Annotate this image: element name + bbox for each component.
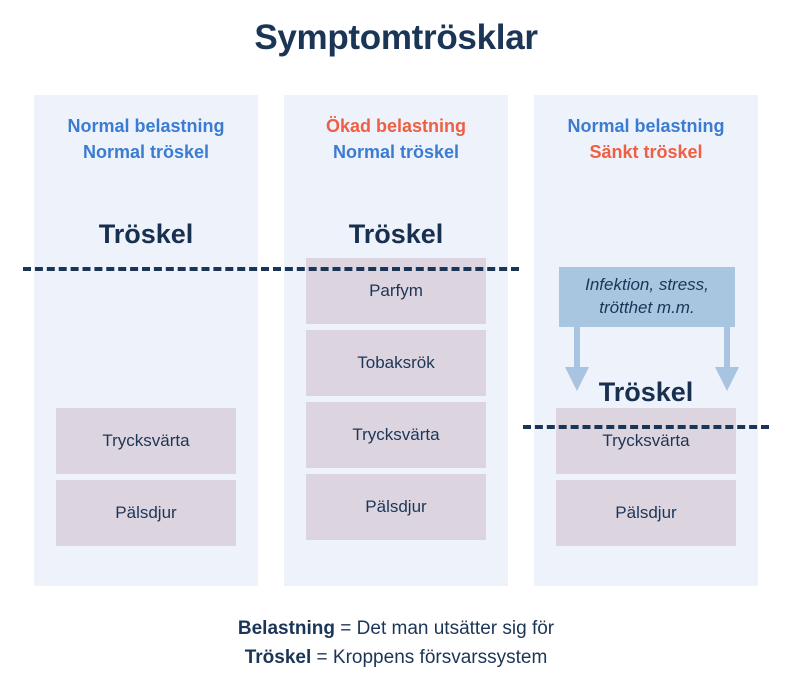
- panel-header-line-1: Ökad belastning: [325, 116, 467, 136]
- legend-separator: =: [335, 618, 357, 639]
- down-arrow-left-icon: [565, 327, 589, 391]
- legend-row: Tröskel = Kroppens försvarssystem: [0, 644, 792, 673]
- panel-header: Normal belastning Sänkt tröskel: [534, 114, 758, 165]
- threshold-label: Tröskel: [598, 377, 694, 407]
- trigger-box: Pälsdjur: [556, 480, 736, 546]
- panel-header: Normal belastning Normal tröskel: [34, 114, 258, 165]
- trigger-box: Pälsdjur: [56, 480, 236, 546]
- trigger-box: Pälsdjur: [306, 474, 486, 540]
- threshold-dashed-line: [273, 267, 519, 271]
- panel-header-line-2: Normal tröskel: [332, 141, 460, 162]
- trigger-box: Trycksvärta: [56, 408, 236, 474]
- legend-definition: Kroppens försvarssystem: [332, 646, 548, 668]
- panel-header-line-1: Normal belastning: [67, 116, 225, 136]
- panel-header-line-2: Normal tröskel: [82, 141, 210, 162]
- legend-definition: Det man utsätter sig för: [356, 618, 555, 639]
- threshold-label: Tröskel: [348, 219, 444, 249]
- panel-header-line-1: Normal belastning: [567, 116, 725, 136]
- threshold-dashed-line: [23, 267, 269, 271]
- panel-increased-load-normal-threshold: Ökad belastning Normal tröskel Tröskel P…: [273, 95, 519, 586]
- down-arrow-right-icon: [715, 327, 739, 391]
- trigger-box: Trycksvärta: [306, 402, 486, 468]
- load-factors-box: Infektion, stress, trötthet m.m.: [559, 267, 735, 327]
- panel-header-line-2: Sänkt tröskel: [589, 141, 703, 162]
- legend: Belastning = Det man utsätter sig för Tr…: [0, 615, 792, 672]
- panel-normal-load-normal-threshold: Normal belastning Normal tröskel Tröskel…: [23, 95, 269, 586]
- threshold-dashed-line: [523, 425, 769, 429]
- threshold-label: Tröskel: [98, 219, 194, 249]
- legend-separator: =: [311, 646, 333, 668]
- panel-normal-load-lowered-threshold: Normal belastning Sänkt tröskel Infektio…: [523, 95, 769, 586]
- trigger-box: Trycksvärta: [556, 408, 736, 474]
- legend-row: Belastning = Det man utsätter sig för: [0, 615, 792, 644]
- legend-term: Belastning: [237, 618, 335, 639]
- columns-container: Normal belastning Normal tröskel Tröskel…: [23, 95, 769, 586]
- legend-term: Tröskel: [244, 646, 312, 668]
- page-title: Symptomtrösklar: [254, 18, 538, 57]
- panel-header: Ökad belastning Normal tröskel: [284, 114, 508, 165]
- load-box-group: Infektion, stress, trötthet m.m.: [534, 235, 758, 395]
- trigger-box: Tobaksrök: [306, 330, 486, 396]
